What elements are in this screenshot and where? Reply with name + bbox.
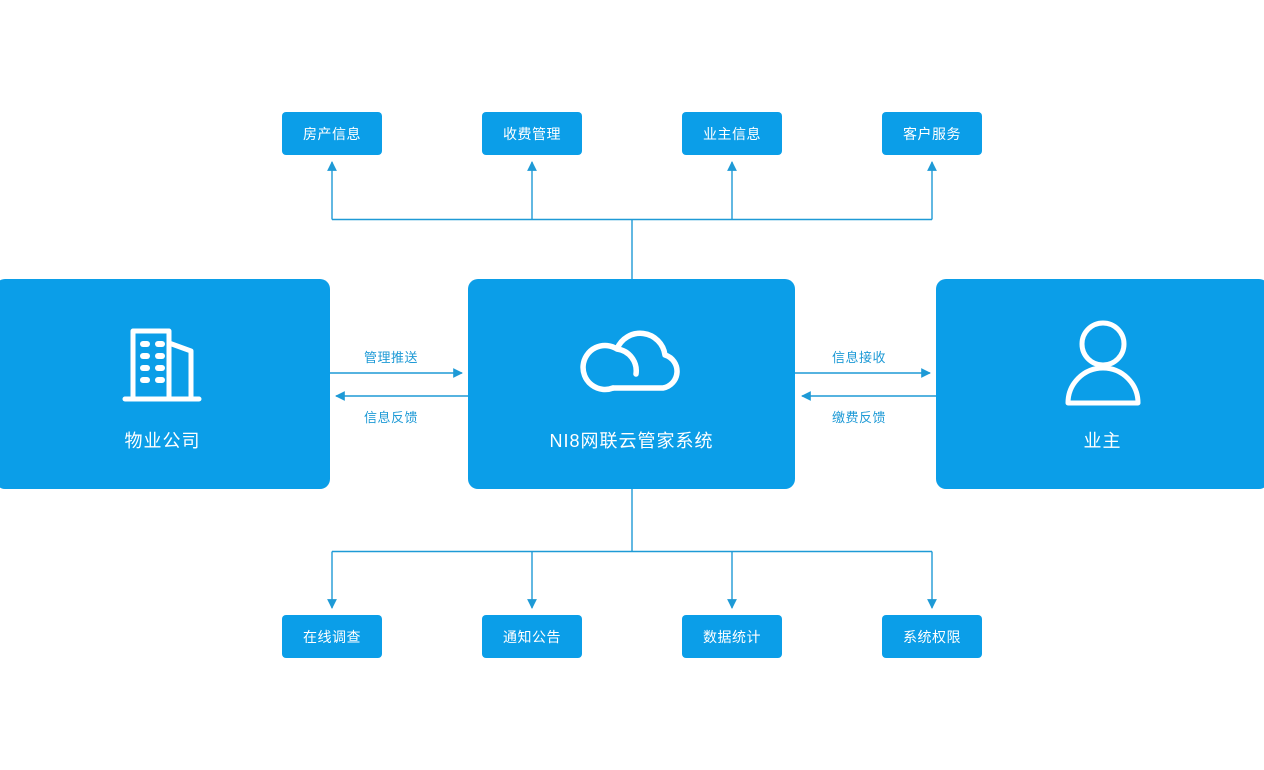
module-label: 收费管理 [503, 125, 561, 142]
edge-label-management-push: 管理推送 [364, 350, 419, 365]
module-label: 业主信息 [703, 125, 761, 142]
module-box-online-survey[interactable]: 在线调查 [282, 615, 382, 658]
module-label: 数据统计 [703, 628, 761, 645]
module-box-data-statistics[interactable]: 数据统计 [682, 615, 782, 658]
user-icon [1060, 315, 1146, 411]
actor-label: 业主 [1083, 431, 1122, 451]
edge-label-payment-feedback: 缴费反馈 [832, 410, 887, 425]
edge-label-information-feedback: 信息反馈 [364, 410, 419, 425]
cloud-icon [579, 315, 685, 411]
building-icon [121, 315, 205, 411]
actor-label: NI8网联云管家系统 [549, 431, 714, 451]
module-box-customer-service[interactable]: 客户服务 [882, 112, 982, 155]
module-label: 通知公告 [503, 628, 561, 645]
module-box-fee-management[interactable]: 收费管理 [482, 112, 582, 155]
module-box-system-permission[interactable]: 系统权限 [882, 615, 982, 658]
edge-label-information-receive: 信息接收 [832, 350, 887, 365]
actor-box-cloud-system[interactable]: NI8网联云管家系统 [468, 279, 795, 489]
module-box-owner-info[interactable]: 业主信息 [682, 112, 782, 155]
module-label: 在线调查 [303, 628, 361, 645]
module-label: 客户服务 [903, 125, 961, 142]
actor-box-owner[interactable]: 业主 [936, 279, 1264, 489]
module-box-property-info[interactable]: 房产信息 [282, 112, 382, 155]
module-box-notice-announcement[interactable]: 通知公告 [482, 615, 582, 658]
module-label: 系统权限 [903, 628, 961, 645]
module-label: 房产信息 [303, 125, 361, 142]
actor-box-property-company[interactable]: 物业公司 [0, 279, 330, 489]
actor-label: 物业公司 [124, 431, 201, 451]
